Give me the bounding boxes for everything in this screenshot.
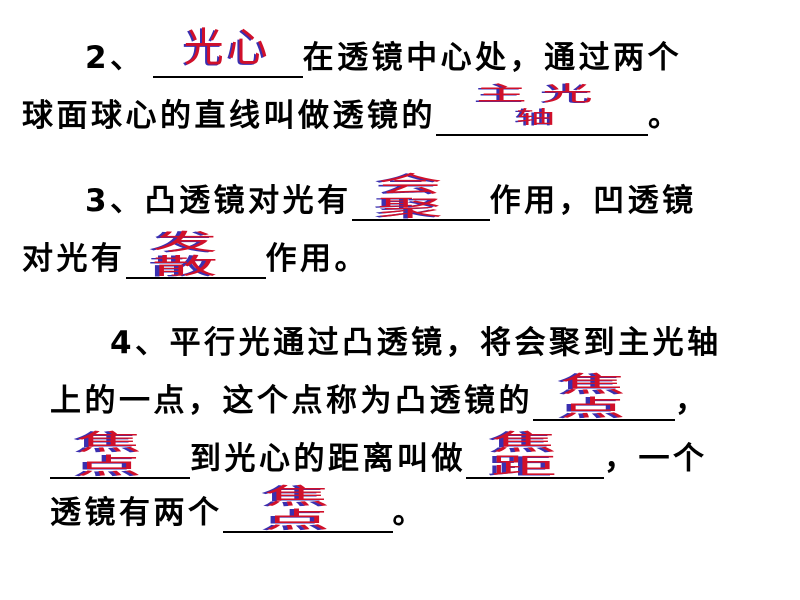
q3-text-1: 作用，凹透镜 — [489, 183, 697, 219]
q4-line-1: 4、平行光通过凸透镜，将会聚到主光轴 — [110, 323, 722, 363]
q2-line-2: 球面球心的直线叫做透镜的 主光轴 。 — [22, 84, 683, 136]
q4-blank-4: 焦点 — [222, 485, 393, 533]
q4-text-1: 4、平行光通过凸透镜，将会聚到主光轴 — [110, 325, 722, 361]
q2-answer-2: 主光轴 — [476, 82, 608, 129]
q2-text-2: 球面球心的直线叫做透镜的 — [22, 98, 436, 134]
q4-answer-4: 焦点 — [263, 483, 352, 534]
q3-line-1: 3、凸透镜对光有会聚作用，凹透镜 — [85, 173, 697, 221]
q4-blank-1: 焦点 — [533, 373, 675, 421]
q4-text-4: 透镜有两个 — [50, 495, 223, 531]
q4-text-2: 上的一点，这个点称为凸透镜的 — [50, 383, 533, 419]
q3-answer-2: 发散 — [151, 229, 240, 280]
q4-comma-1: ， — [675, 383, 710, 419]
q2-line-1: 2、 光心在透镜中心处，通过两个 — [85, 28, 683, 78]
q4-end: 。 — [392, 495, 427, 531]
q2-answer-1: 光心 — [183, 25, 272, 71]
q2-text-1: 在透镜中心处，通过两个 — [302, 40, 683, 76]
q4-blank-3: 焦距 — [466, 431, 604, 479]
q2-prefix: 2、 — [85, 40, 145, 76]
q4-answer-1: 焦点 — [560, 371, 648, 422]
q3-blank-1: 会聚 — [351, 173, 490, 221]
q2-blank-1: 光心 — [152, 28, 303, 78]
q4-line-4: 透镜有两个 焦点 。 — [50, 485, 427, 533]
q3-prefix: 3、凸透镜对光有 — [85, 183, 352, 219]
q3-line-2: 对光有发散作用。 — [22, 231, 369, 279]
q4-answer-3: 焦距 — [491, 429, 579, 480]
q3-blank-2: 发散 — [125, 231, 266, 279]
q3-text-2: 对光有 — [22, 241, 126, 277]
q4-text-3: 到光心的距离叫做 — [190, 441, 466, 477]
q4-blank-2: 焦点 — [50, 431, 190, 479]
q4-text-3b: ，一个 — [604, 441, 708, 477]
q4-answer-2: 焦点 — [76, 429, 164, 480]
q4-line-3: 焦点到光心的距离叫做焦距 ，一个 — [50, 431, 708, 479]
q2-end: 。 — [648, 98, 683, 134]
q3-answer-1: 会聚 — [376, 171, 465, 222]
q4-line-2: 上的一点，这个点称为凸透镜的焦点 ， — [50, 373, 710, 421]
q2-blank-2: 主光轴 — [436, 84, 648, 136]
q3-end: 作用。 — [265, 241, 369, 277]
